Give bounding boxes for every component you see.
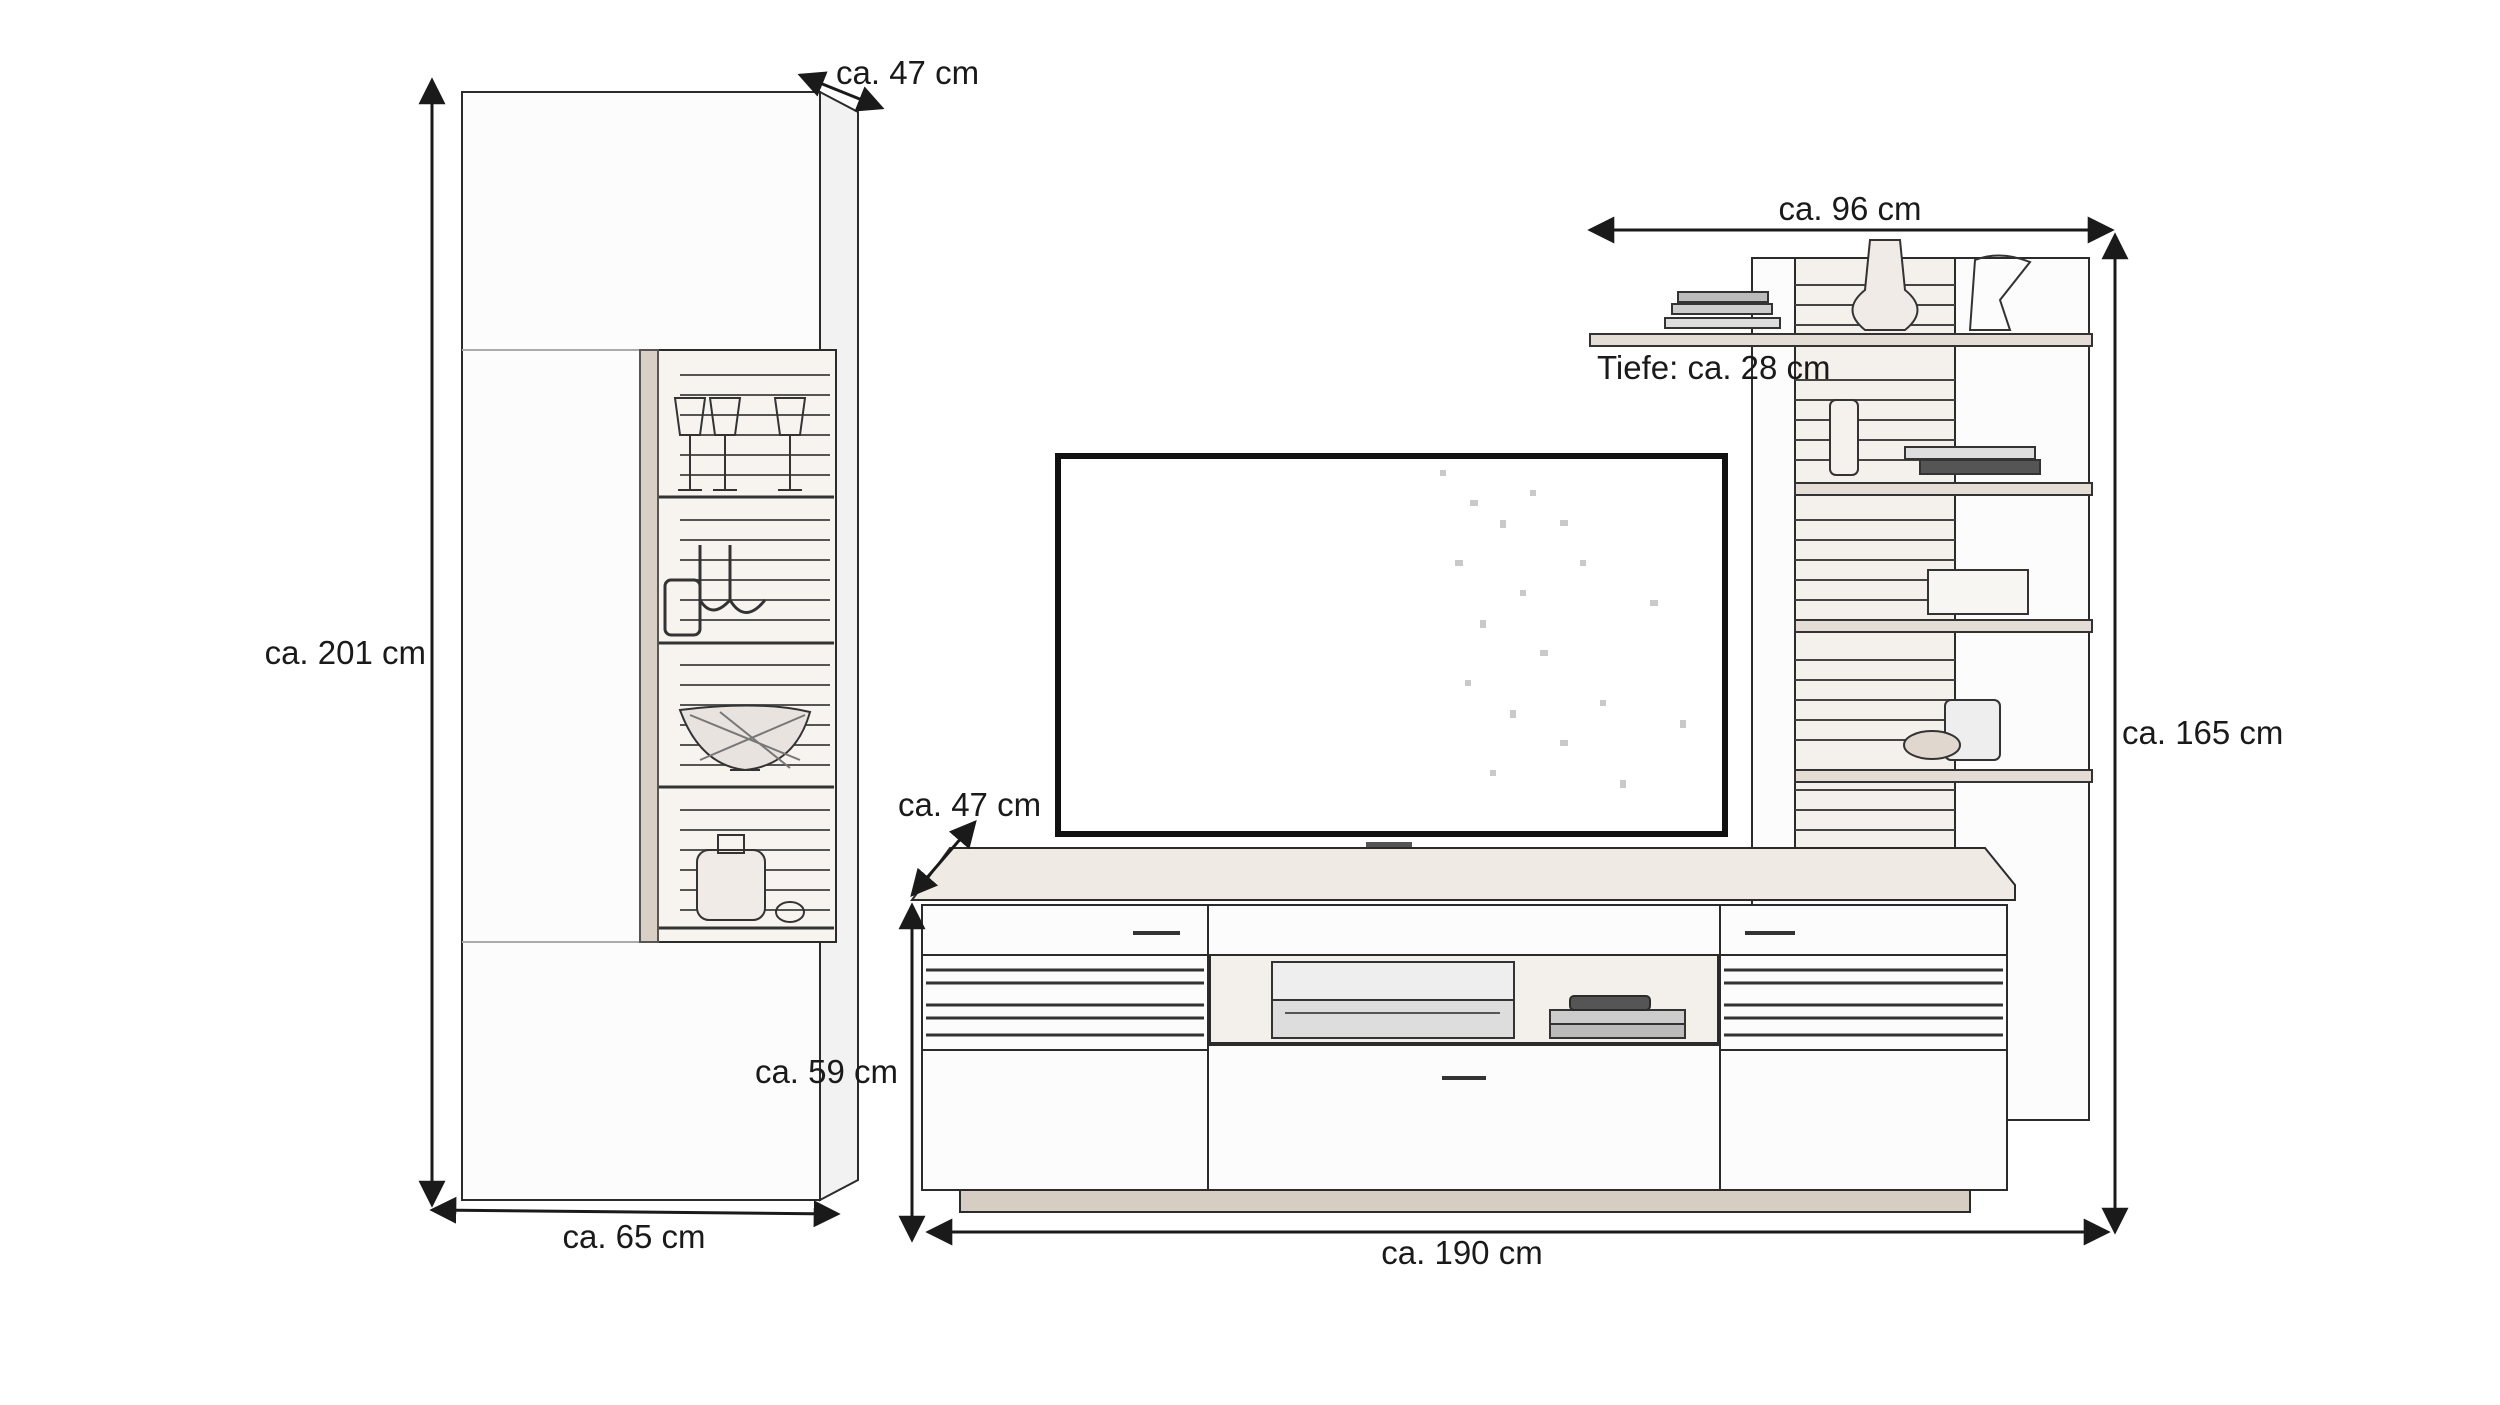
vitrine-glass-door xyxy=(639,349,837,943)
lowboard-slats-right xyxy=(1724,968,2003,1037)
shelf-boards xyxy=(1589,333,2093,783)
shelf-decor xyxy=(1664,239,2041,761)
vitrine-lighting-strip xyxy=(639,349,659,943)
dim-lowboard-width-label: ca. 190 cm xyxy=(1381,1234,1543,1271)
tv-screen-pattern xyxy=(1440,470,1686,788)
lowboard-plinth xyxy=(959,1189,1971,1213)
dim-line-vitrine-depth xyxy=(797,71,885,112)
vitrine-bowl-decor xyxy=(678,704,812,772)
dim-shelf-height-label: ca. 165 cm xyxy=(2122,714,2284,751)
lowboard-handles xyxy=(1133,931,1795,1080)
television xyxy=(1055,453,1728,880)
vitrine-glasses xyxy=(673,397,807,491)
dim-vitrine-width-label: ca. 65 cm xyxy=(562,1218,706,1255)
lowboard-open-compartment xyxy=(1209,954,1719,1044)
dim-vitrine-depth-label: ca. 47 cm xyxy=(836,54,980,91)
lowboard xyxy=(910,847,2016,1213)
dim-shelf-width-label: ca. 96 cm xyxy=(1778,190,1922,227)
lowboard-body xyxy=(921,904,2008,1191)
dim-shelf-depth-label: Tiefe: ca. 28 cm xyxy=(1597,349,1831,386)
tv-screen xyxy=(1055,453,1728,837)
dim-line-lowboard-depth xyxy=(910,819,977,898)
lowboard-top xyxy=(910,847,2016,901)
vitrine-vase-decor xyxy=(663,545,767,637)
wall-shelf xyxy=(1589,239,2093,1121)
dim-lowboard-height-label: ca. 59 cm xyxy=(754,1053,898,1090)
vitrine-cabinet xyxy=(461,90,859,1202)
dim-vitrine-height-label: ca. 201 cm xyxy=(264,634,426,671)
shelf-slats xyxy=(1795,284,1955,831)
vitrine-glass-shelves xyxy=(642,495,834,930)
lowboard-slats-left xyxy=(926,968,1204,1037)
vitrine-jar-decor xyxy=(696,834,805,923)
dim-line-vitrine-width xyxy=(429,1196,841,1228)
dimension-lines xyxy=(418,71,2129,1246)
dim-lowboard-depth-label: ca. 47 cm xyxy=(898,786,1042,823)
